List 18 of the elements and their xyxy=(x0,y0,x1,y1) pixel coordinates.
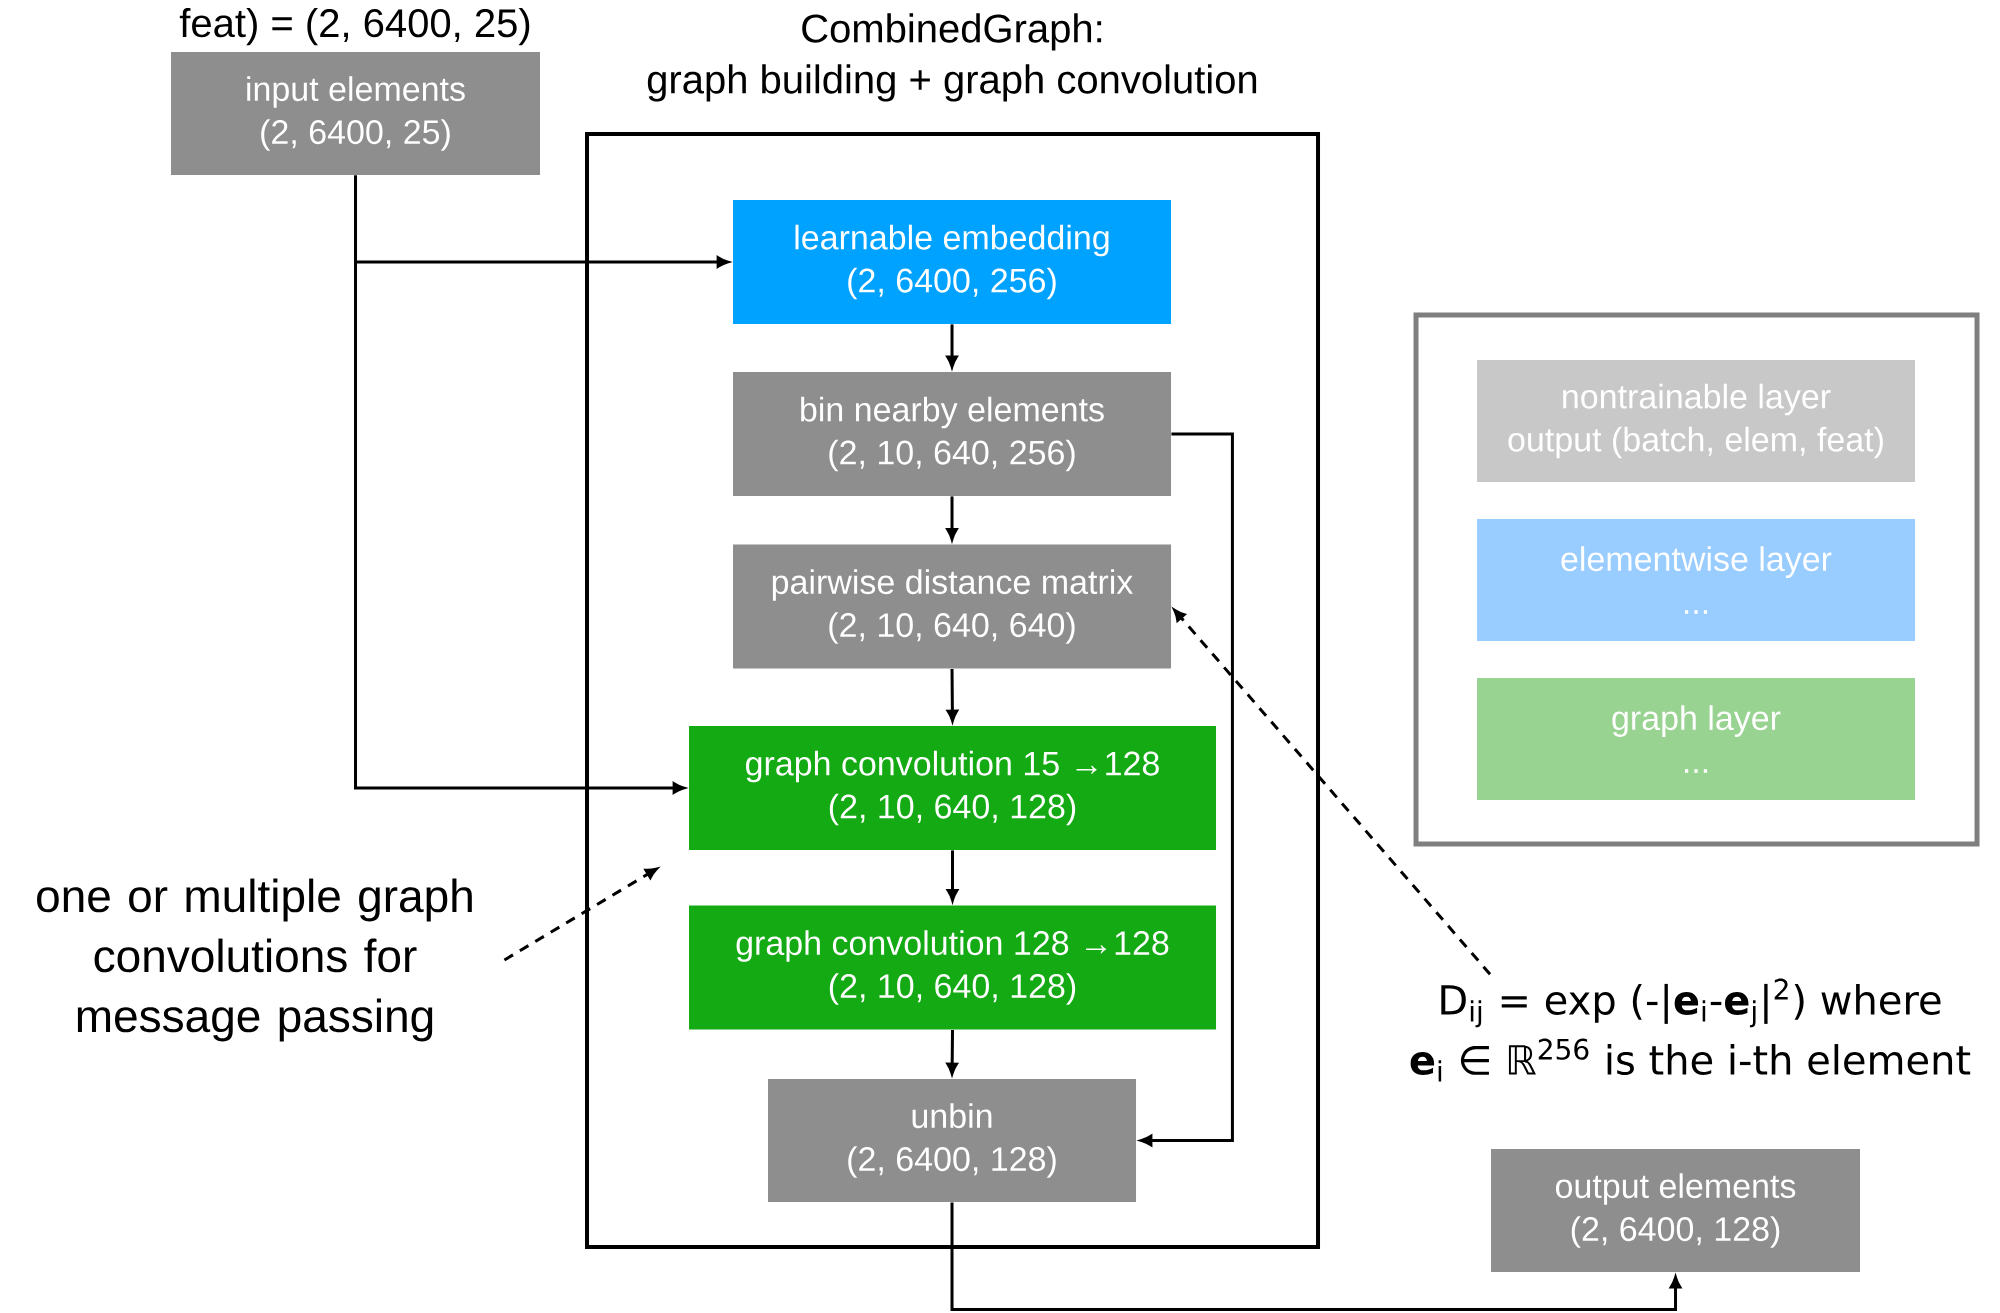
layer-box: learnable embedding (2, 6400, 256) xyxy=(733,200,1171,324)
layer-box: graph convolution 15 →128 (2, 10, 640, 128) xyxy=(689,726,1216,850)
layer-box: output elements (2, 6400, 128) xyxy=(1491,1149,1861,1272)
layer-box: graph layer ... xyxy=(1477,678,1915,800)
layer-box: pairwise distance matrix (2, 10, 640, 640) xyxy=(733,544,1171,669)
frame-title: CombinedGraph: graph building + graph convolution xyxy=(647,13,1257,102)
layer-box: bin nearby elements (2, 10, 640, 256) xyxy=(733,372,1171,496)
arrow xyxy=(1173,609,1492,976)
annotation-text: one or multiple graph convolutions for message passing xyxy=(37,878,472,1042)
arrow xyxy=(946,496,958,541)
layer-box: graph convolution 128 →128 (2, 10, 640, 128) xyxy=(689,905,1216,1030)
shape-note: feat) = (2, 6400, 25) xyxy=(179,7,530,46)
legend-frame xyxy=(1413,312,1980,847)
formula-text: D$_{ij}$ = exp (-|e$_{i}$-e$_{j}$|$^{2}$) where e$_{i}$ ∈ ℝ$^{256}$ is the i-th element xyxy=(1410,978,1971,1082)
arrow xyxy=(950,1202,1682,1311)
layer-box: elementwise layer ... xyxy=(1477,519,1915,641)
layer-box: input elements (2, 6400, 25) xyxy=(171,52,540,175)
layer-box: unbin (2, 6400, 128) xyxy=(768,1079,1136,1202)
